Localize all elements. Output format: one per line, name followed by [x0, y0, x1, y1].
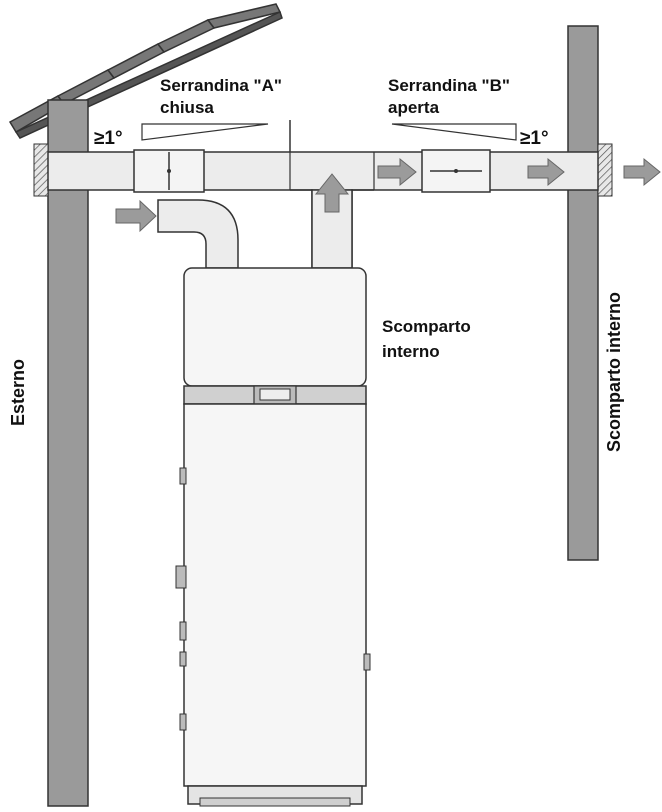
elbow-duct [157, 199, 239, 269]
slope-wedge-left [141, 123, 269, 141]
damper-a-label-line2: chiusa [160, 98, 214, 117]
outside-label: Esterno [8, 359, 28, 426]
arrow-right-1 [377, 157, 417, 187]
damper-b-label-line2: aperta [388, 98, 440, 117]
arrow-intake [115, 199, 157, 233]
slope-wedge-right [391, 123, 517, 141]
damper-b-label-line1: Serrandina "B" [388, 76, 510, 95]
damper-b [421, 149, 491, 193]
airflow-arrows [115, 157, 661, 233]
arrow-up [314, 173, 350, 213]
right-grille [597, 143, 613, 197]
arrow-right-2 [527, 157, 565, 187]
arrow-out [623, 157, 661, 187]
right-wall [567, 25, 599, 561]
damper-a [133, 149, 205, 193]
left-wall [47, 99, 89, 807]
inside-wall-label: Scomparto interno [604, 292, 624, 452]
room-label-line1: Scomparto [382, 317, 471, 336]
main-duct [47, 151, 599, 191]
angle-right-label: ≥1° [520, 128, 549, 149]
damper-a-label-line1: Serrandina "A" [160, 76, 282, 95]
heat-pump-tank [175, 267, 371, 807]
room-label-line2: interno [382, 342, 440, 361]
left-grille [33, 143, 49, 197]
angle-left-label: ≥1° [94, 128, 123, 149]
